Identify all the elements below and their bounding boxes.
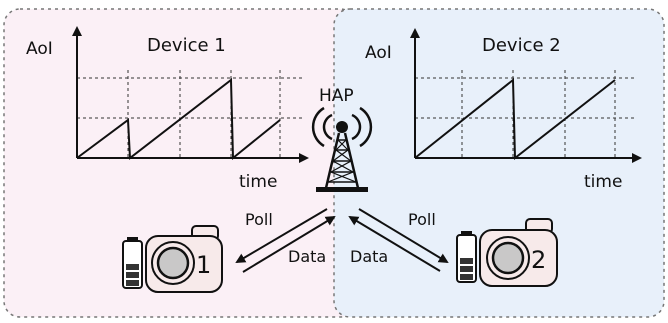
device2-poll-arrow xyxy=(358,208,449,264)
device2-camera-number: 2 xyxy=(531,246,546,274)
device2-x-axis-label: time xyxy=(584,172,622,192)
device2-poll-label: Poll xyxy=(408,210,436,229)
device2-y-axis-label: AoI xyxy=(365,43,392,63)
device1-camera-number: 1 xyxy=(196,251,211,279)
device2-data-arrow xyxy=(348,215,441,272)
hap-label: HAP xyxy=(319,86,354,106)
device2-aoi-sawtooth xyxy=(414,77,616,161)
radio-tower-icon xyxy=(311,106,373,192)
device2-aoi-plot: Device 2 AoI time xyxy=(365,28,642,192)
device1-x-axis-label: time xyxy=(239,172,277,192)
camera-icon xyxy=(479,218,558,287)
hap-station: HAP xyxy=(311,86,373,192)
device1-camera: 1 xyxy=(122,225,223,293)
device1-title: Device 1 xyxy=(147,35,226,56)
device1-link: Poll Data xyxy=(235,208,336,273)
device2-region xyxy=(333,8,665,318)
device1-aoi-sawtooth xyxy=(76,78,281,161)
device2-camera: 2 xyxy=(456,218,558,287)
device1-aoi-plot: Device 1 AoI time xyxy=(26,26,309,192)
battery-icon xyxy=(456,231,477,283)
device1-y-axis-label: AoI xyxy=(26,39,53,59)
device2-title: Device 2 xyxy=(482,35,561,56)
device1-data-label: Data xyxy=(288,247,326,266)
device2-data-label: Data xyxy=(350,247,388,266)
device1-poll-label: Poll xyxy=(245,210,273,229)
device2-link: Poll Data xyxy=(348,208,449,272)
camera-icon xyxy=(145,225,223,293)
device1-region xyxy=(3,8,357,318)
device1-poll-arrow xyxy=(235,208,328,264)
device1-data-arrow xyxy=(242,215,336,273)
device2-grid xyxy=(415,70,637,158)
battery-icon xyxy=(122,237,143,289)
